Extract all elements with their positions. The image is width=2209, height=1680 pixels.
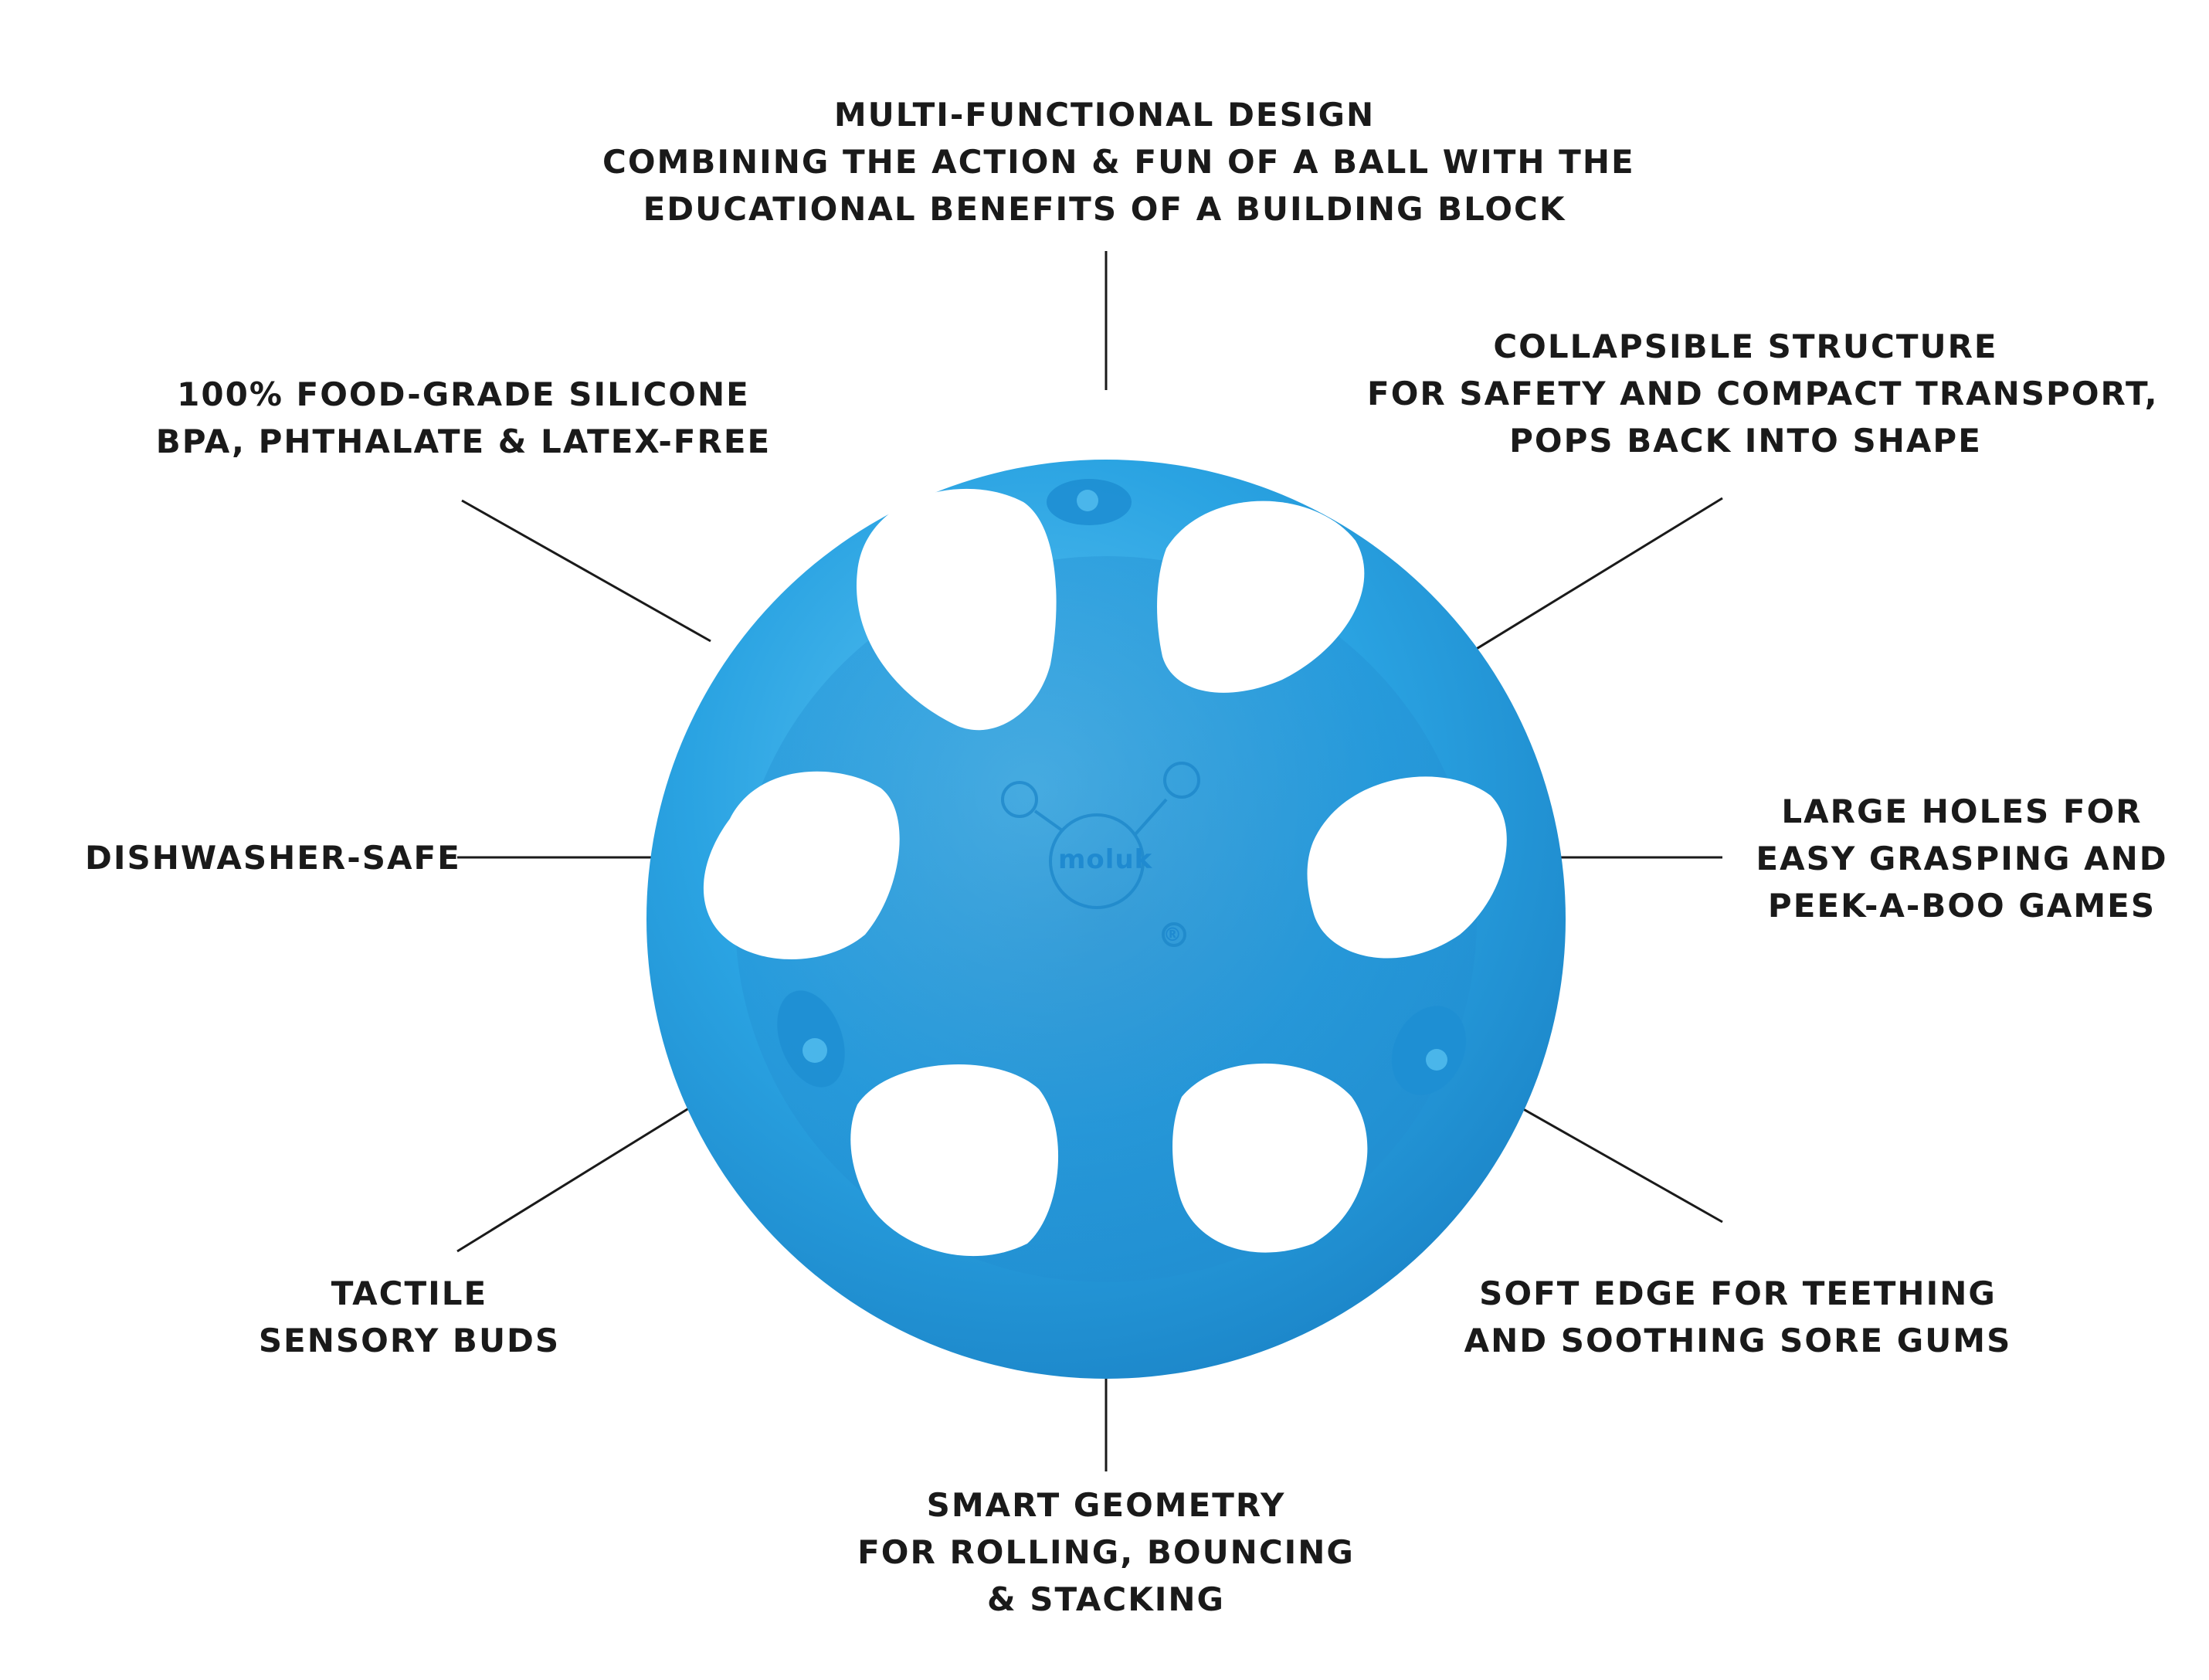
- embossed-logo: [1001, 762, 1200, 947]
- feature-tactile-sensory-buds: TACTILE SENSORY BUDS: [258, 1274, 561, 1359]
- feature-large-holes: LARGE HOLES FOR EASY GRASPING AND PEEK-A…: [1756, 792, 2168, 925]
- feature-collapsible-structure: COLLAPSIBLE STRUCTURE FOR SAFETY AND COM…: [1367, 328, 2159, 460]
- feature-soft-edge-teething: SOFT EDGE FOR TEETHING AND SOOTHING SORE…: [1464, 1274, 2012, 1359]
- silicone-ball: [646, 460, 1566, 1379]
- hole-left: [703, 771, 900, 960]
- sensory-buds: [803, 490, 1447, 1071]
- feature-smart-geometry: SMART GEOMETRY FOR ROLLING, BOUNCING & S…: [857, 1486, 1355, 1618]
- feature-multi-functional-design: MULTI-FUNCTIONAL DESIGN COMBINING THE AC…: [602, 96, 1635, 228]
- registered-mark: ®: [1163, 924, 1182, 945]
- feature-food-grade-silicone: 100% FOOD-GRADE SILICONE BPA, PHTHALATE …: [155, 375, 772, 460]
- hole-top-left: [856, 488, 1057, 731]
- grip-holes: [703, 488, 1507, 1257]
- product-logo-text: moluk: [1058, 844, 1153, 875]
- feature-dishwasher-safe: DISHWASHER-SAFE: [85, 839, 461, 877]
- hole-bottom-left: [850, 1064, 1059, 1257]
- hole-bottom-right: [1172, 1063, 1368, 1253]
- hole-right: [1307, 776, 1507, 959]
- hole-top-right: [1157, 501, 1365, 693]
- leader-silicone: [461, 499, 711, 643]
